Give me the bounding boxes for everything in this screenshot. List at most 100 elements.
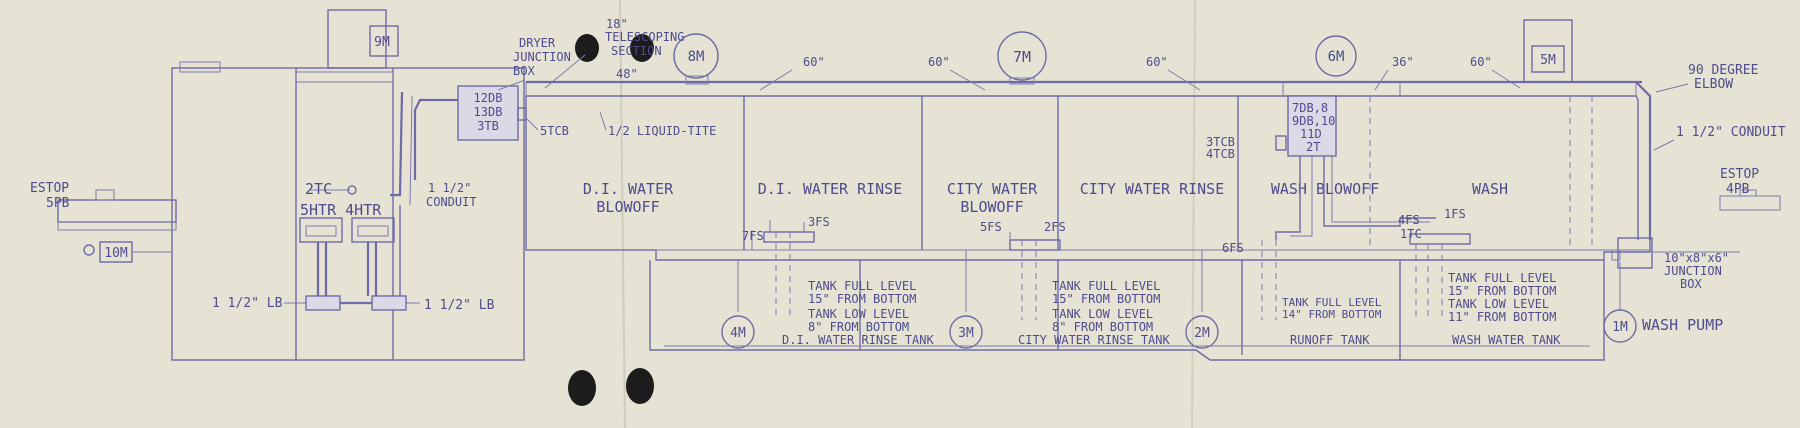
- dryer-label-2: JUNCTION: [513, 50, 571, 64]
- top-conduit: [525, 80, 1652, 240]
- fs2-label: 2FS: [1044, 220, 1066, 234]
- dryer-junction-box: 12DB 13DB 3TB DRYER JUNCTION BOX 5TCB 1/…: [413, 36, 716, 180]
- motor-8m: 8M: [673, 33, 719, 85]
- runoff-tank-full: TANK FULL LEVEL: [1282, 296, 1382, 309]
- liquid-tite-label: 1/2 LIQUID-TITE: [608, 124, 716, 138]
- city-tank-name: CITY WATER RINSE TANK: [1018, 333, 1170, 347]
- tele-label-2: TELESCOPING: [605, 30, 684, 44]
- elbow-label-1: 90 DEGREE: [1688, 63, 1758, 78]
- motor-5m-label: 5M: [1540, 53, 1556, 68]
- di-tank-full: TANK FULL LEVEL: [808, 279, 916, 293]
- motor-3m: 3M: [949, 250, 983, 349]
- tcb3-label: 3TCB: [1206, 135, 1235, 149]
- motor-6m-label: 6M: [1328, 49, 1345, 65]
- jb-10-line-2: JUNCTION: [1664, 264, 1722, 278]
- fs1-label: 1FS: [1444, 207, 1466, 221]
- city-tank-low: TANK LOW LEVEL: [1052, 307, 1153, 321]
- motor-9m-label: 9M: [374, 35, 390, 50]
- float-switch-di: 7FS 3FS: [742, 215, 830, 320]
- junction-box-10x8x6: 10"x8"x6" JUNCTION BOX: [1611, 189, 1781, 291]
- jb-right-line-4: 2T: [1306, 140, 1320, 154]
- motor-6m: 6M: [1315, 35, 1357, 77]
- jb-right-line-3: 11D: [1300, 127, 1322, 141]
- heater-5htr: [299, 217, 343, 243]
- elbow-label-2: ELBOW: [1694, 77, 1733, 92]
- dim-60c-label: 60": [1146, 55, 1168, 69]
- estop-right-pb: 4PB: [1726, 182, 1750, 197]
- dryer-label-3: BOX: [513, 64, 535, 78]
- dryer-section: 9M 10M ESTOP 5PB 2TC 5HTR 4HTR 1 1/2": [30, 9, 525, 361]
- tcb4-label: 4TCB: [1206, 147, 1235, 161]
- wash-pump-label: WASH PUMP: [1642, 316, 1723, 334]
- motor-10m-label: 10M: [104, 246, 128, 261]
- estop-left-label: ESTOP: [30, 181, 69, 196]
- fs3-label: 3FS: [808, 215, 830, 229]
- wash-junction-box: 7DB,8 9DB,10 11D 2T: [1275, 95, 1436, 240]
- motor-4m: 4M: [721, 260, 755, 349]
- city-tank-full-depth: 15" FROM BOTTOM: [1052, 292, 1160, 306]
- tele-label-3: SECTION: [611, 44, 662, 58]
- section-city-blowoff-1: CITY WATER: [947, 180, 1038, 198]
- city-tank-low-depth: 8" FROM BOTTOM: [1052, 320, 1153, 334]
- punch-hole: [575, 34, 599, 62]
- dim-60a-label: 60": [803, 55, 825, 69]
- washer-body: [525, 96, 1651, 261]
- city-tank-full: TANK FULL LEVEL: [1052, 279, 1160, 293]
- di-tank-low: TANK LOW LEVEL: [808, 307, 909, 321]
- motor-2m-label: 2M: [1194, 326, 1210, 341]
- motor-8m-label: 8M: [688, 49, 705, 65]
- punch-hole: [626, 368, 654, 404]
- tele-label-1: 18": [606, 17, 628, 31]
- fs7-label: 7FS: [742, 229, 764, 243]
- motor-2m: 2M: [1185, 250, 1219, 349]
- section-di-blowoff-1: D.I. WATER: [583, 180, 674, 198]
- motor-4m-label: 4M: [730, 326, 746, 341]
- estop-right-label: ESTOP: [1720, 167, 1759, 182]
- jb-left-line-1: 12DB: [474, 91, 503, 105]
- jb-left-line-2: 13DB: [474, 105, 503, 119]
- conduit-mid-label-1: 1 1/2": [428, 181, 471, 195]
- motor-7m: 7M: [997, 31, 1047, 85]
- fs4-label: 4FS: [1398, 213, 1420, 227]
- conduit-mid-label-2: CONDUIT: [426, 195, 477, 209]
- dryer-label-1: DRYER: [519, 36, 556, 50]
- section-city-rinse: CITY WATER RINSE: [1080, 180, 1225, 198]
- punch-hole: [630, 34, 654, 62]
- di-tank-name: D.I. WATER RINSE TANK: [782, 333, 934, 347]
- dim-36-label: 36": [1392, 55, 1414, 69]
- float-switch-city: 5FS 2FS: [980, 220, 1066, 320]
- conduit-right-label: 1 1/2" CONDUIT: [1676, 125, 1786, 140]
- motor-5m: 5M: [1523, 19, 1573, 83]
- wash-tank-name: WASH WATER TANK: [1452, 333, 1561, 347]
- dim-60d-label: 60": [1470, 55, 1492, 69]
- di-tank-low-depth: 8" FROM BOTTOM: [808, 320, 909, 334]
- estop-left-pb: 5PB: [46, 196, 70, 211]
- section-city-blowoff-2: BLOWOFF: [960, 198, 1023, 216]
- lb-right-label: 1 1/2" LB: [424, 298, 495, 313]
- jb-right-line-2: 9DB,10: [1292, 114, 1335, 128]
- heaters-label: 5HTR 4HTR: [300, 201, 382, 219]
- section-wash-blowoff: WASH BLOWOFF: [1271, 180, 1379, 198]
- wash-tank-low: TANK LOW LEVEL: [1448, 297, 1549, 311]
- wash-tank-low-depth: 11" FROM BOTTOM: [1448, 310, 1556, 324]
- section-wash: WASH: [1472, 180, 1508, 198]
- jb-10-line-3: BOX: [1680, 277, 1702, 291]
- dim-60b-label: 60": [928, 55, 950, 69]
- jb-right-line-1: 7DB,8: [1292, 101, 1328, 115]
- wash-tank-full: TANK FULL LEVEL: [1448, 271, 1556, 285]
- section-di-rinse: D.I. WATER RINSE: [758, 180, 903, 198]
- punch-hole: [568, 370, 596, 406]
- motor-7m-label: 7M: [1013, 48, 1031, 66]
- float-switch-runoff: 6FS: [1222, 240, 1277, 320]
- fs5-label: 5FS: [980, 220, 1002, 234]
- runoff-tank-full-depth: 14" FROM BOTTOM: [1282, 308, 1382, 321]
- motor-3m-label: 3M: [958, 326, 974, 341]
- motor-1m-label: 1M: [1612, 320, 1628, 335]
- di-tank-full-depth: 15" FROM BOTTOM: [808, 292, 916, 306]
- jb-10-line-1: 10"x8"x6": [1664, 251, 1729, 265]
- fold-line: [619, 0, 626, 428]
- jb-left-line-3: 3TB: [477, 119, 499, 133]
- fold-line: [1191, 0, 1196, 428]
